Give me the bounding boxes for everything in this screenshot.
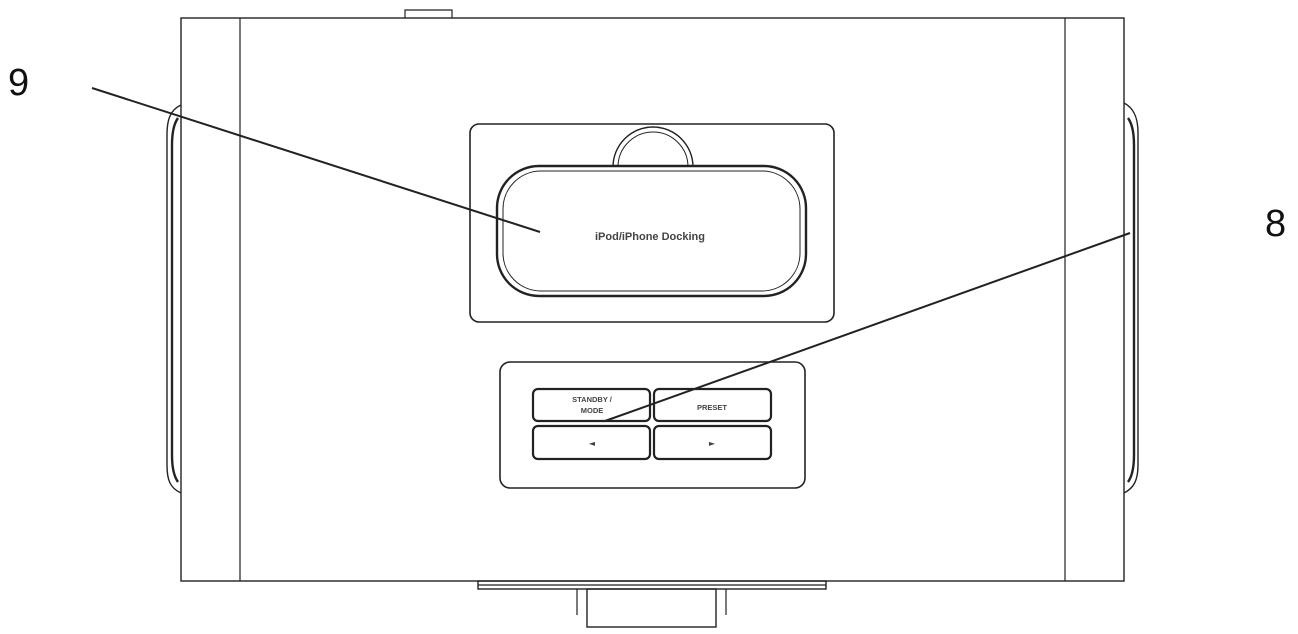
standby-mode-button[interactable]: STANDBY / MODE xyxy=(531,387,652,423)
callout-8-leader xyxy=(604,232,1131,422)
right-arrow-button[interactable]: ► xyxy=(652,424,773,461)
preset-button[interactable]: PRESET xyxy=(652,387,773,423)
device-body xyxy=(180,17,1125,582)
docking-bay: iPod/iPhone Docking xyxy=(469,123,835,323)
left-arrow-icon: ◄ xyxy=(589,439,596,448)
callout-9: 9 xyxy=(8,62,541,233)
svg-text:PRESET: PRESET xyxy=(697,403,727,412)
callout-8: 8 xyxy=(604,203,1286,422)
left-arrow-button[interactable]: ◄ xyxy=(531,424,652,461)
right-arrow-icon: ► xyxy=(709,439,716,448)
dock-cradle xyxy=(495,164,808,298)
callout-9-leader xyxy=(91,87,541,233)
svg-text:MODE: MODE xyxy=(581,406,604,415)
dock-connector xyxy=(612,126,694,168)
bottom-base xyxy=(477,580,827,628)
svg-text:STANDBY /: STANDBY / xyxy=(572,395,613,404)
callout-9-number: 9 xyxy=(8,62,29,104)
left-side-speaker xyxy=(166,104,182,494)
callout-8-number: 8 xyxy=(1265,203,1286,245)
right-side-speaker xyxy=(1123,102,1139,494)
top-tab xyxy=(404,9,453,18)
control-panel: STANDBY / MODE PRESET ◄ ► xyxy=(499,361,806,489)
dock-label: iPod/iPhone Docking xyxy=(595,231,705,243)
